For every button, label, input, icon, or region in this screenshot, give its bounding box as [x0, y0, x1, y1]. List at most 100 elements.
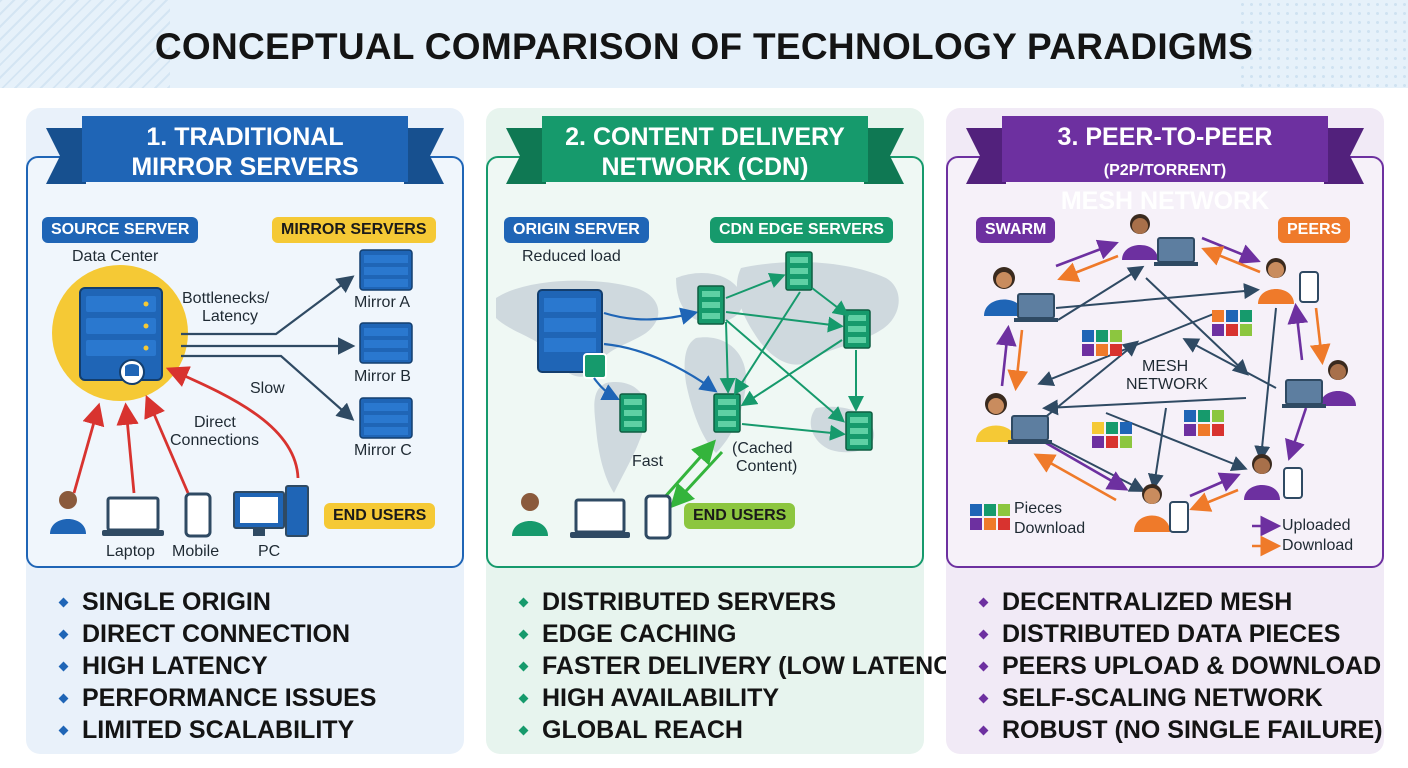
- arrow-laptop-to-source: [116, 402, 139, 494]
- pc-icon: [233, 485, 309, 537]
- bullet-item: LIMITED SCALABILITY: [56, 714, 376, 746]
- cdn-diagram: [496, 251, 899, 540]
- tag-peers: PEERS: [1278, 217, 1351, 243]
- edge-server-icon: [845, 411, 873, 451]
- transfer-arrows: [995, 236, 1331, 512]
- arrow-to-mirror-c: [181, 354, 355, 421]
- data-pieces-grid: [1092, 422, 1132, 448]
- banner-cdn: 2. CONTENT DELIVERY NETWORK (CDN): [506, 114, 904, 190]
- label-fast: Fast: [632, 453, 664, 470]
- banner-p2p: 3. PEER-TO-PEER (P2P/TORRENT) MESH NETWO…: [966, 114, 1364, 215]
- peer-with-laptop-icon: [1122, 214, 1198, 266]
- arrow-mobile-to-source: [144, 394, 190, 494]
- arrow-fast-down: [669, 450, 724, 509]
- edge-server-icon: [713, 393, 741, 433]
- bullet-item: DISTRIBUTED DATA PIECES: [976, 618, 1383, 650]
- label-mesh: MESH: [1142, 358, 1189, 375]
- peer-with-phone-icon: [1244, 454, 1303, 500]
- label-latency: Latency: [202, 308, 259, 325]
- mirror-c-icon: [359, 397, 413, 439]
- bullet-list-p2p: DECENTRALIZED MESH DISTRIBUTED DATA PIEC…: [976, 586, 1383, 746]
- label-content: Content): [736, 458, 798, 475]
- label-mirror-a: Mirror A: [354, 294, 410, 311]
- heading-line1-suffix: (P2P/TORRENT): [1103, 162, 1227, 179]
- mobile-icon: [644, 494, 672, 540]
- bullet-item: DECENTRALIZED MESH: [976, 586, 1383, 618]
- peer-with-laptop-icon: [984, 267, 1058, 322]
- label-bottlenecks: Bottlenecks/: [182, 290, 270, 307]
- label-mobile: Mobile: [172, 543, 220, 560]
- heading-line2: MESH NETWORK: [1060, 187, 1270, 215]
- source-server-icon: [79, 287, 163, 385]
- mirror-diagram: [50, 249, 413, 538]
- tag-end-users: END USERS: [684, 503, 796, 529]
- arrow-to-mirror-a: [181, 275, 355, 336]
- edge-mesh-arrows: [719, 272, 864, 441]
- heading-line1: PEER-TO-PEER: [1085, 123, 1273, 151]
- user-person-icon: [50, 491, 86, 534]
- panel-p2p: 3. PEER-TO-PEER (P2P/TORRENT) MESH NETWO…: [946, 108, 1384, 754]
- hatch-decoration-left: [0, 0, 170, 88]
- bullet-item: ROBUST (NO SINGLE FAILURE): [976, 714, 1383, 746]
- arrow-origin-to-edge: [603, 342, 718, 393]
- label-network: NETWORK: [1126, 376, 1208, 393]
- bullet-list-mirror: SINGLE ORIGIN DIRECT CONNECTION HIGH LAT…: [56, 586, 376, 746]
- arrow-user-to-source: [72, 402, 105, 494]
- bullet-item: PEERS UPLOAD & DOWNLOAD: [976, 650, 1383, 682]
- origin-server-icon: [537, 289, 607, 379]
- peer-with-phone-icon: [1134, 484, 1189, 533]
- label-mirror-c: Mirror C: [354, 442, 412, 459]
- label-pieces-download: Download: [1014, 520, 1086, 537]
- label-data-center: Data Center: [72, 248, 159, 265]
- heading-line1: CONTENT DELIVERY: [592, 123, 845, 151]
- dot-decoration-right: [1238, 0, 1408, 88]
- bullet-item: EDGE CACHING: [516, 618, 976, 650]
- user-person-icon: [512, 493, 548, 536]
- banner-mirror: 1. TRADITIONAL MIRROR SERVERS: [46, 114, 444, 190]
- edge-server-icon: [843, 309, 871, 349]
- edge-server-icon: [697, 285, 725, 325]
- label-laptop: Laptop: [106, 543, 155, 560]
- mirror-a-icon: [359, 249, 413, 291]
- panel-number: 1.: [146, 123, 168, 151]
- peer-with-laptop-icon: [1282, 360, 1356, 408]
- legend-pieces-swatch: [970, 504, 1010, 530]
- mirror-b-icon: [359, 322, 413, 364]
- tag-end-users: END USERS: [324, 503, 436, 529]
- label-download: Download: [1282, 537, 1354, 554]
- laptop-icon: [570, 498, 630, 538]
- heading-line2: MIRROR SERVERS: [131, 153, 359, 181]
- tag-cdn-edge-servers: CDN EDGE SERVERS: [710, 217, 894, 243]
- peer-with-phone-icon: [1258, 258, 1319, 304]
- arrow-origin-to-edge: [603, 307, 699, 325]
- heading-line2: NETWORK (CDN): [601, 153, 809, 181]
- tag-mirror-servers: MIRROR SERVERS: [272, 217, 436, 243]
- panel-number: 2.: [565, 123, 587, 151]
- bullet-item: SELF-SCALING NETWORK: [976, 682, 1383, 714]
- label-pieces: Pieces: [1014, 500, 1063, 517]
- label-mirror-b: Mirror B: [354, 368, 411, 385]
- label-direct: Direct: [194, 414, 236, 431]
- bullet-item: DISTRIBUTED SERVERS: [516, 586, 976, 618]
- tag-swarm: SWARM: [976, 217, 1056, 243]
- title-band: CONCEPTUAL COMPARISON OF TECHNOLOGY PARA…: [0, 0, 1408, 88]
- mobile-icon: [184, 492, 212, 538]
- arrow-pc-to-source: [165, 366, 300, 479]
- banner-ribbon-shape: [46, 116, 444, 184]
- data-pieces-grid: [1212, 310, 1252, 336]
- laptop-icon: [102, 496, 164, 536]
- data-pieces-grid: [1184, 410, 1224, 436]
- bullet-list-cdn: DISTRIBUTED SERVERS EDGE CACHING FASTER …: [516, 586, 976, 746]
- panel-mirror-servers: 1. TRADITIONAL MIRROR SERVERS: [26, 108, 464, 754]
- bullet-item: HIGH LATENCY: [56, 650, 376, 682]
- tag-origin-server: ORIGIN SERVER: [504, 217, 649, 243]
- peer-with-laptop-icon: [976, 393, 1052, 444]
- page-title: CONCEPTUAL COMPARISON OF TECHNOLOGY PARA…: [154, 26, 1254, 67]
- edge-server-icon: [619, 393, 647, 433]
- bullet-item: HIGH AVAILABILITY: [516, 682, 976, 714]
- data-pieces-grid: [1082, 330, 1122, 356]
- label-slow: Slow: [250, 380, 285, 397]
- banner-ribbon-shape: [506, 116, 904, 184]
- bullet-item: DIRECT CONNECTION: [56, 618, 376, 650]
- arrow-origin-to-edge: [593, 377, 620, 400]
